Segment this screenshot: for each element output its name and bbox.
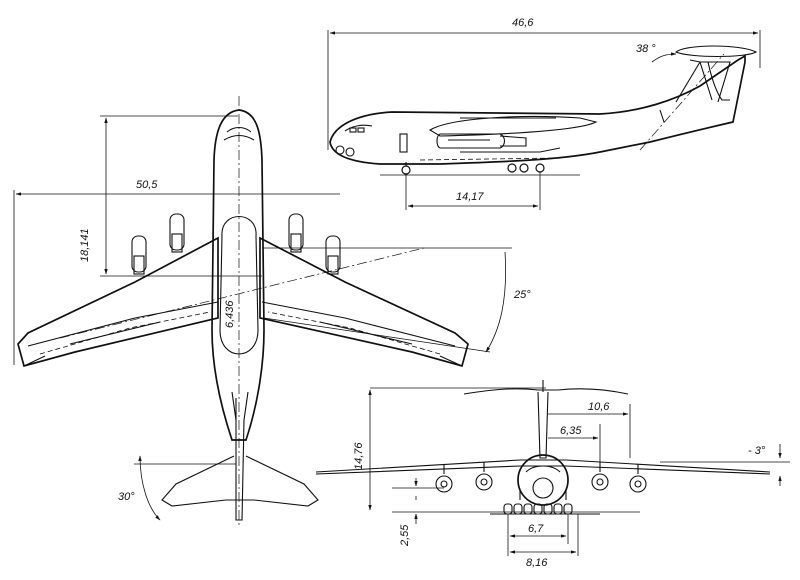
top-stabilizer — [161, 455, 319, 507]
side-wing — [428, 115, 598, 137]
top-view: 50,5 18,141 — [13, 96, 531, 528]
side-gear-base-label: 14,17 — [456, 191, 484, 203]
stabilizer-sweep-label: 30° — [118, 491, 135, 503]
wing-sweep-label: 25° — [513, 289, 531, 301]
anhedral-label: - 3° — [748, 445, 766, 457]
top-fuselage — [211, 109, 265, 441]
ground-clearance-label: 2,55 — [399, 524, 411, 547]
top-right-wing — [259, 236, 469, 368]
front-engines — [435, 462, 647, 493]
front-height-label: 14,76 — [353, 442, 365, 470]
top-engines — [131, 213, 341, 275]
span-label: 50,5 — [136, 179, 158, 191]
gear-outer-track-label: 8,16 — [526, 557, 548, 569]
front-view: 14,76 — [315, 380, 790, 569]
front-stabilizer — [463, 388, 629, 395]
side-view: 46,6 38 ° 14,17 — [327, 17, 761, 210]
front-fuselage — [517, 454, 569, 506]
fuselage-width-label: 6,436 — [224, 300, 236, 328]
side-stabilizer — [674, 45, 758, 58]
tail-sweep-label: 38 ° — [636, 43, 656, 55]
front-stab-halfspan-label: 10,6 — [588, 401, 610, 413]
front-landing-gear — [503, 503, 573, 515]
main-gear-track-label: 6,7 — [528, 523, 544, 535]
side-fin — [675, 61, 731, 103]
top-left-wing — [17, 236, 219, 368]
wing-root-offset-label: 18,141 — [79, 228, 91, 262]
side-length-label: 46,6 — [512, 17, 534, 29]
side-fuselage — [329, 54, 746, 165]
front-engine-offset-label: 6,35 — [560, 425, 582, 437]
